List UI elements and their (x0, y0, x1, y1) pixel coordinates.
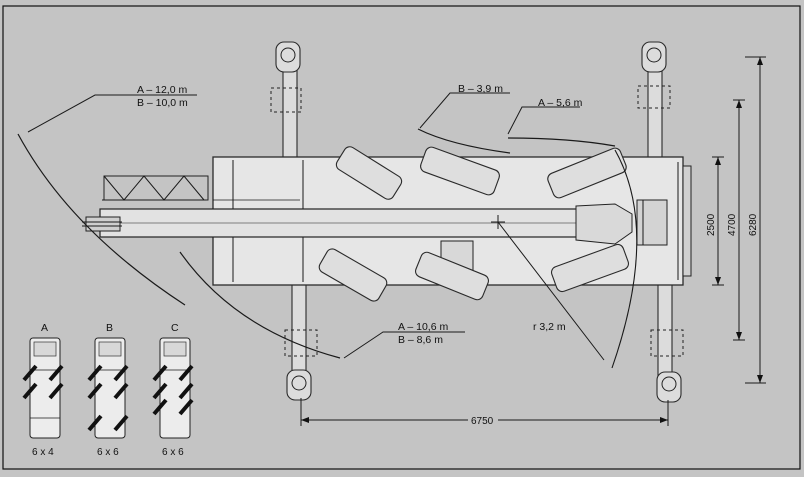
variant-a (22, 337, 64, 439)
variant-b-letter: B (106, 322, 113, 334)
label-width-6280: 6280 (748, 213, 759, 236)
label-front-b: B – 3,9 m (458, 83, 503, 95)
outrigger-front-right (637, 41, 671, 161)
variant-c-drive: 6 x 6 (162, 447, 184, 458)
boom (82, 175, 668, 246)
outrigger-rear-left (284, 282, 318, 401)
dimension-4700 (733, 99, 745, 341)
label-lower-b: B – 8,6 m (398, 334, 443, 346)
label-front-a: A – 5,6 m (538, 97, 583, 109)
label-outer-b: B – 10,0 m (137, 97, 188, 109)
dimension-6280 (745, 56, 766, 384)
label-lower-a: A – 10,6 m (398, 321, 448, 333)
variant-b (87, 337, 129, 439)
variant-c (152, 337, 194, 439)
tires (318, 146, 630, 302)
label-width-2500: 2500 (706, 213, 717, 236)
dimension-2500 (712, 156, 724, 286)
leader-lines (27, 92, 605, 361)
variant-b-drive: 6 x 6 (97, 447, 119, 458)
dimension-6750 (300, 398, 669, 426)
variant-c-letter: C (171, 322, 179, 334)
variant-a-drive: 6 x 4 (32, 447, 54, 458)
outrigger-rear-right (650, 282, 684, 403)
label-slew-radius: r 3,2 m (533, 321, 566, 333)
label-length-6750: 6750 (471, 416, 494, 427)
variant-a-letter: A (41, 322, 48, 334)
diagram-frame (2, 5, 801, 470)
label-outer-a: A – 12,0 m (137, 84, 187, 96)
radius-arcs (17, 128, 638, 369)
label-width-4700: 4700 (727, 213, 738, 236)
outrigger-front-left (270, 41, 302, 161)
